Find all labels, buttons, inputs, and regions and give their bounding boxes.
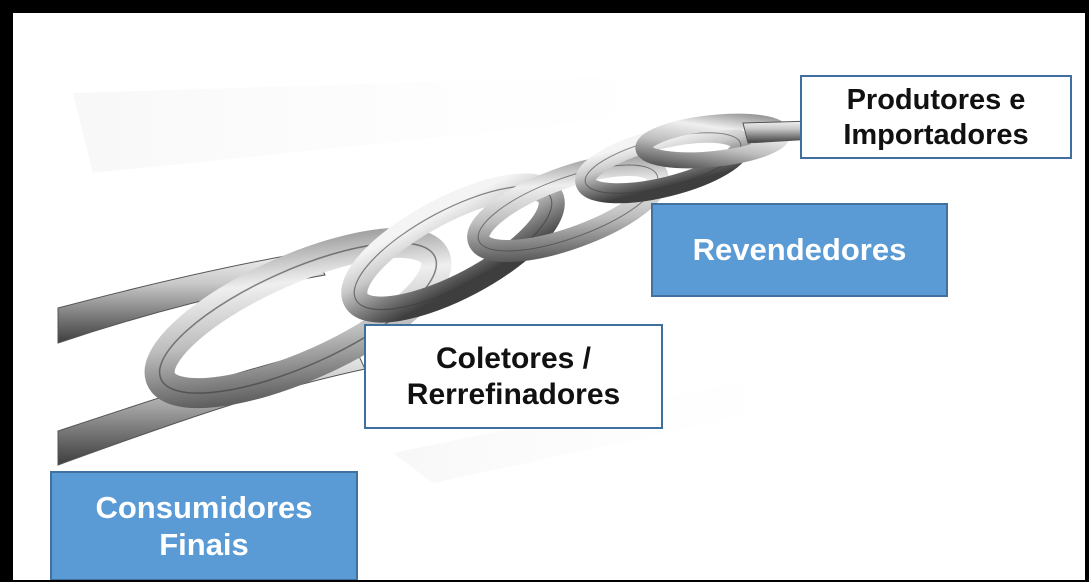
chain-link-1 bbox=[144, 227, 452, 409]
node-coletores-rerrefinadores: Coletores / Rerrefinadores bbox=[364, 324, 663, 429]
node-produtores-line-2: Importadores bbox=[843, 119, 1029, 152]
node-produtores-line-1: Produtores e bbox=[846, 84, 1026, 117]
node-consumidores-line-2: Finais bbox=[159, 527, 249, 562]
node-revendedores-line-1: Revendedores bbox=[692, 232, 907, 268]
chain-link-2 bbox=[341, 173, 565, 323]
node-produtores-importadores: Produtores e Importadores bbox=[800, 75, 1072, 159]
node-revendedores: Revendedores bbox=[651, 203, 948, 297]
node-consumidores-finais: Consumidores Finais bbox=[50, 471, 358, 580]
node-coletores-line-1: Coletores / bbox=[435, 341, 592, 375]
chain-illustration bbox=[57, 73, 853, 483]
node-consumidores-line-1: Consumidores bbox=[95, 489, 313, 525]
chain-link-3 bbox=[467, 153, 669, 263]
node-coletores-line-2: Rerrefinadores bbox=[406, 377, 621, 411]
